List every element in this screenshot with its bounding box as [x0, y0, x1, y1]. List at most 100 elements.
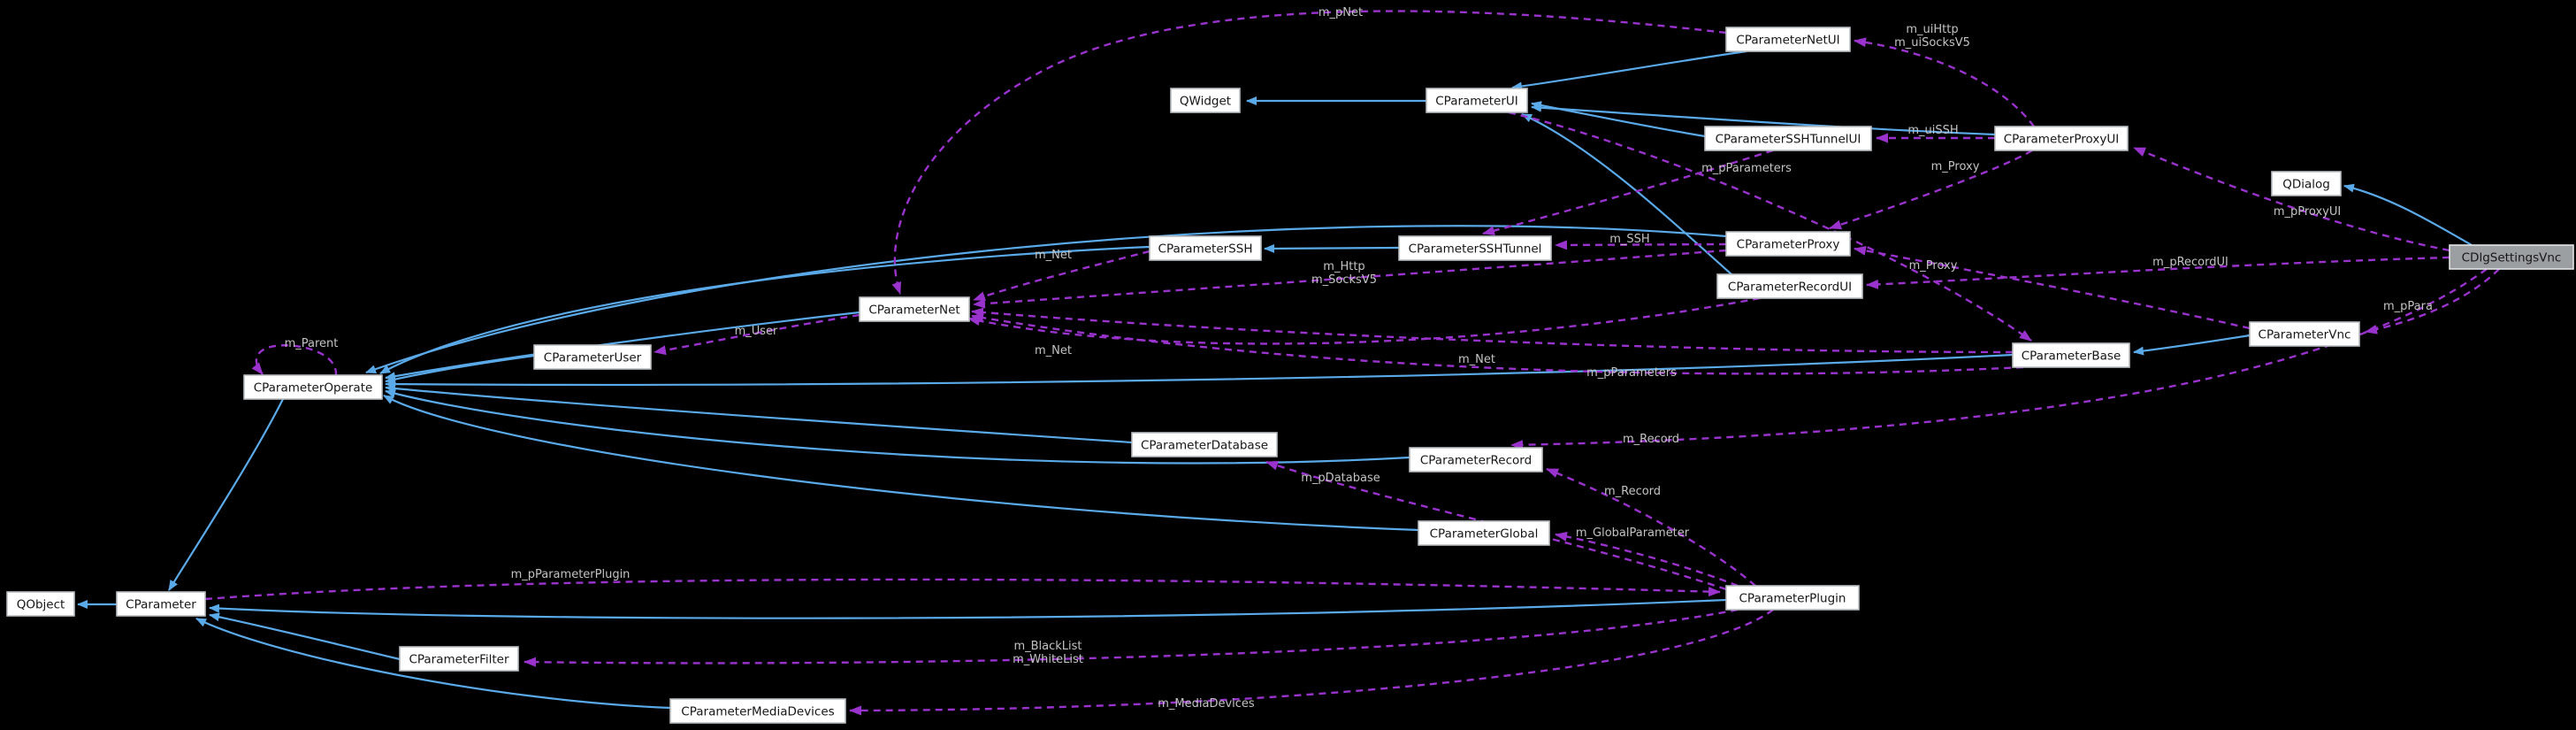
node-box-cparametervnc[interactable]	[2249, 321, 2360, 347]
node-cparametervnc[interactable]: CParameterVnc	[2249, 321, 2360, 347]
node-box-cparameternet[interactable]	[859, 296, 970, 322]
node-label-cparameternetui: CParameterNetUI	[1736, 34, 1839, 48]
node-cparameterdatabase[interactable]: CParameterDatabase	[1131, 432, 1278, 457]
node-cparameteruser[interactable]: CParameterUser	[533, 344, 652, 370]
edge-label-m-globalparameter: m_GlobalParameter	[1576, 526, 1690, 540]
edge-label-m-pdatabase: m_pDatabase	[1301, 472, 1380, 485]
node-cparameterfilter[interactable]: CParameterFilter	[399, 646, 519, 672]
edge-label-m-ssh: m_SSH	[1609, 233, 1649, 246]
node-cparametersshtunnelui[interactable]: CParameterSSHTunnelUI	[1704, 126, 1872, 151]
edge-label-m-net-ssh: m_Net	[1035, 249, 1072, 262]
edge-inherit-cparameterdatabase-cparameteroperate	[385, 384, 1133, 444]
node-label-cparameterui: CParameterUI	[1435, 95, 1518, 109]
node-cparameteroperate[interactable]: CParameterOperate	[243, 374, 383, 400]
edge-usage-m-http-socksv5	[973, 249, 1727, 309]
node-cdlgsettingsvnc[interactable]: CDlgSettingsVnc	[2449, 244, 2574, 270]
edge-label-m-mediadevices: m_MediaDevices	[1158, 697, 1255, 711]
edge-inherit-cparameterrecord-cparameteroperate	[385, 388, 1410, 465]
edge-label-m-pproxyui: m_pProxyUI	[2274, 205, 2341, 219]
node-box-cparameteroperate[interactable]	[243, 374, 383, 400]
node-cparameterui[interactable]: CParameterUI	[1426, 88, 1528, 113]
node-qobject[interactable]: QObject	[6, 591, 75, 617]
node-box-cparameterdatabase[interactable]	[1131, 432, 1278, 457]
node-cparameterproxy[interactable]: CParameterProxy	[1725, 231, 1851, 257]
edge-inherit-cparametermediadevices-cparameter	[195, 618, 671, 710]
node-cparameterbase[interactable]: CParameterBase	[2012, 342, 2130, 368]
edge-label-m-pnet: m_pNet	[1319, 6, 1363, 19]
edge-inherit-cparameterrecordui-cparameterui	[1521, 112, 1732, 275]
node-cparameterrecord[interactable]: CParameterRecord	[1409, 447, 1543, 473]
edge-label-m-parent: m_Parent	[285, 337, 339, 350]
node-box-qdialog[interactable]	[2271, 171, 2342, 196]
edge-label-m-record-dlg: m_Record	[1623, 433, 1679, 446]
node-label-cparameterglobal: CParameterGlobal	[1430, 527, 1539, 542]
edge-usage-m-pparameters-base	[971, 312, 2024, 375]
node-label-cparameterdatabase: CParameterDatabase	[1141, 439, 1268, 453]
edge-label-m-whitelist: m_WhiteList	[1013, 653, 1083, 666]
edge-usage-m-blacklist-whitelist	[524, 608, 1739, 667]
node-cparametermediadevices[interactable]: CParameterMediaDevices	[669, 698, 846, 724]
edge-usage-m-pparameters-ui	[1508, 111, 2032, 342]
edge-label-m-ppara: m_pPara	[2383, 300, 2433, 313]
node-box-cparameterui[interactable]	[1426, 88, 1528, 113]
node-box-cparameterproxy[interactable]	[1725, 231, 1851, 257]
node-cparameterproxyui[interactable]: CParameterProxyUI	[1994, 126, 2129, 151]
node-box-qobject[interactable]	[6, 591, 75, 617]
edge-usage-m-record-dlg	[1510, 268, 2488, 450]
edge-usage-m-precordui	[1866, 256, 2450, 289]
node-cparameterglobal[interactable]: CParameterGlobal	[1418, 520, 1550, 546]
node-box-cparameterfilter[interactable]	[399, 646, 519, 672]
node-box-qwidget[interactable]	[1170, 88, 1241, 113]
edge-usage-m-globalparameter	[1555, 532, 1739, 588]
node-qdialog[interactable]: QDialog	[2271, 171, 2342, 196]
node-label-cparameterbase: CParameterBase	[2022, 350, 2121, 364]
node-box-cparameterglobal[interactable]	[1418, 520, 1550, 546]
node-cparameter[interactable]: CParameter	[116, 591, 206, 617]
edge-usage-m-ssh	[1555, 240, 1727, 250]
node-cparameternetui[interactable]: CParameterNetUI	[1725, 27, 1851, 52]
node-box-cparameter[interactable]	[116, 591, 206, 617]
node-box-cparametersshtunnelui[interactable]	[1704, 126, 1872, 151]
node-box-cparameterssh[interactable]	[1149, 235, 1262, 261]
edge-usage-m-proxy-upper	[1829, 149, 2033, 230]
edge-inherit-cparameteruser-cparameteroperate	[385, 354, 535, 384]
node-box-cparametermediadevices[interactable]	[669, 698, 846, 724]
node-label-cparameter: CParameter	[126, 598, 196, 612]
node-cparameterssh[interactable]: CParameterSSH	[1149, 235, 1262, 261]
node-label-cparameterproxy: CParameterProxy	[1737, 238, 1840, 252]
node-cparameterplugin[interactable]: CParameterPlugin	[1725, 585, 1860, 611]
node-label-cparameteroperate: CParameterOperate	[254, 381, 373, 396]
node-box-cparameterproxyui[interactable]	[1994, 126, 2129, 151]
edge-usage-m-net-ssh	[973, 250, 1150, 302]
node-cparameterrecordui[interactable]: CParameterRecordUI	[1716, 273, 1863, 299]
edge-label-m-record-plugin: m_Record	[1604, 485, 1661, 498]
inheritance-edges	[77, 50, 2473, 710]
edge-usage-m-pparameterplugin	[204, 578, 1721, 601]
node-label-cparameterrecord: CParameterRecord	[1420, 454, 1532, 468]
node-label-qwidget: QWidget	[1180, 95, 1231, 109]
node-box-cparametersshtunnel[interactable]	[1398, 235, 1552, 261]
edge-usage-m-ppara	[2365, 268, 2500, 334]
edge-inherit-cparametersshtunnel-cparameterssh	[1264, 243, 1400, 253]
node-cparameternet[interactable]: CParameterNet	[859, 296, 970, 322]
node-cparametersshtunnel[interactable]: CParameterSSHTunnel	[1398, 235, 1552, 261]
edge-label-m-http: m_Http	[1323, 260, 1364, 273]
node-box-cparameterbase[interactable]	[2012, 342, 2130, 368]
node-label-cdlgsettingsvnc: CDlgSettingsVnc	[2462, 251, 2562, 265]
node-box-cparameteruser[interactable]	[533, 344, 652, 370]
edge-inherit-cdlgsettingsvnc-qdialog	[2343, 183, 2473, 246]
node-box-cparameterplugin[interactable]	[1725, 585, 1860, 611]
graph-nodes: QWidget CParameterUI CParameterNetUI CPa…	[6, 27, 2574, 724]
node-box-cparameterrecord[interactable]	[1409, 447, 1543, 473]
node-label-cparameterrecordui: CParameterRecordUI	[1728, 280, 1852, 295]
node-box-cdlgsettingsvnc[interactable]	[2449, 244, 2574, 270]
edge-inherit-cparametervnc-cparameterbase	[2133, 334, 2251, 356]
edge-label-m-pparameters-ui: m_pParameters	[1701, 162, 1792, 175]
edge-label-m-user: m_User	[735, 325, 778, 338]
edge-label-m-net-recordui: m_Net	[1035, 344, 1072, 357]
usage-edges	[204, 10, 2500, 716]
node-qwidget[interactable]: QWidget	[1170, 88, 1241, 113]
node-box-cparameternetui[interactable]	[1725, 27, 1851, 52]
node-box-cparameterrecordui[interactable]	[1716, 273, 1863, 299]
